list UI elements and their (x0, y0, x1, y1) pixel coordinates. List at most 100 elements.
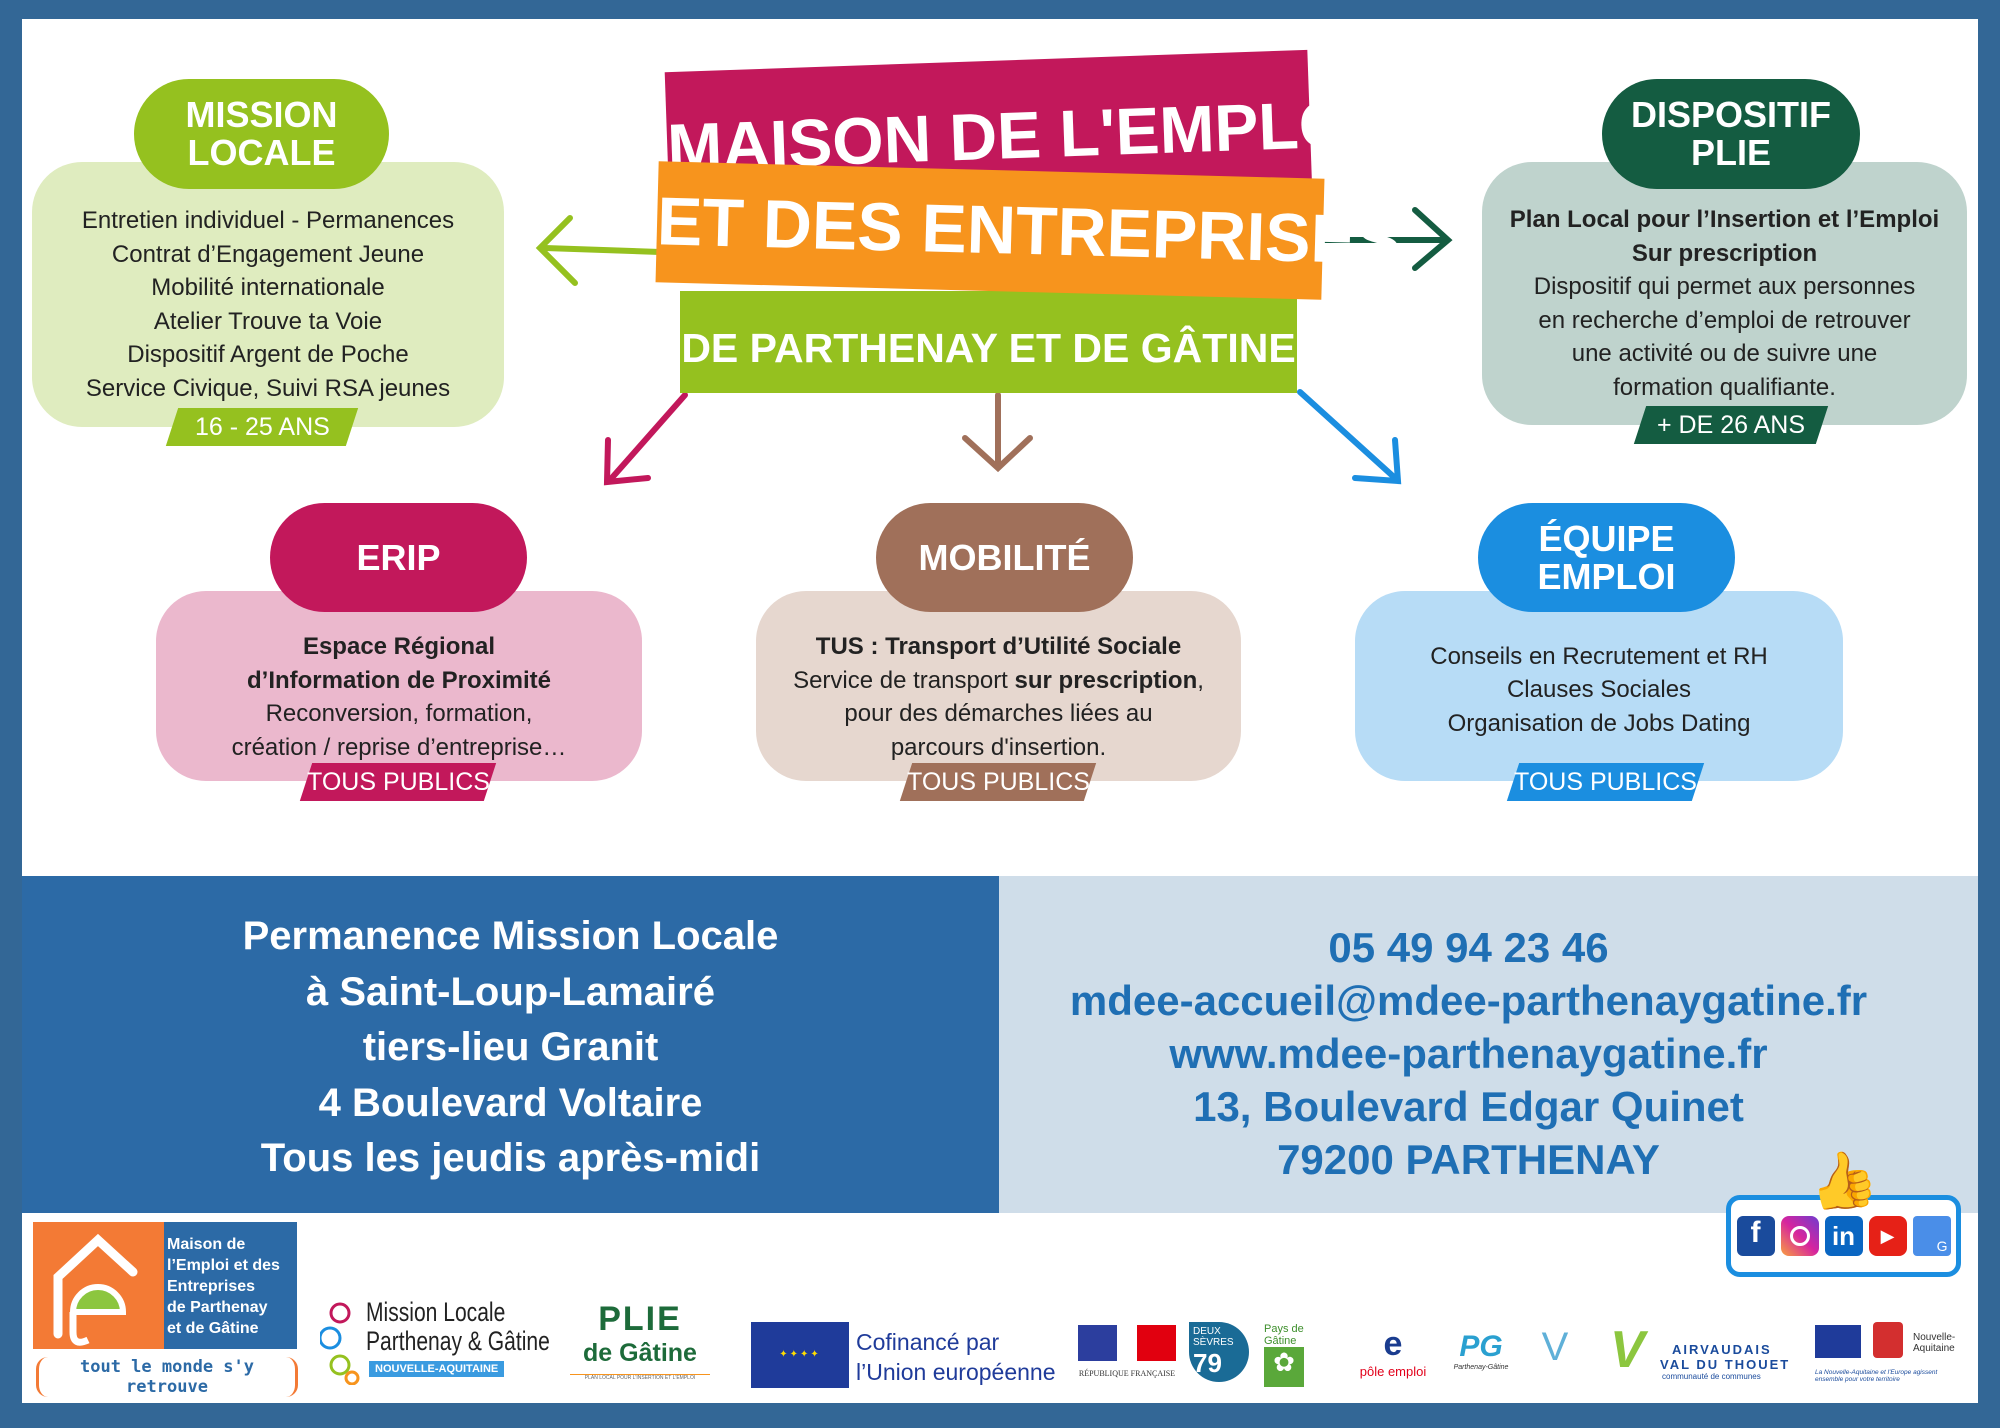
service-line: Clauses Sociales (1506, 676, 1692, 704)
arrow-down-right-icon (1297, 389, 1402, 485)
heading-line: LOCALE (187, 132, 336, 173)
logo-text: Entreprises (167, 1278, 256, 1295)
service-line: Conseils en Recrutement et RH (1430, 642, 1768, 670)
title-line-2: ET DES ENTREPRISES (655, 161, 1402, 300)
logo-text: Cofinancé par (856, 1329, 1000, 1355)
logo-text: 79 (1193, 1348, 1222, 1378)
eu-flag-icon: ✦✦✦✦ (751, 1322, 849, 1388)
description-line: parcours d'insertion. (890, 733, 1107, 761)
arrow-down-icon (962, 392, 1033, 473)
pole-emploi-icon: e (1383, 1325, 1403, 1363)
logo-text: pôle emploi (1359, 1364, 1427, 1379)
nouvelle-aquitaine-logo: Nouvelle-Aquitaine La Nouvelle-Aquitaine … (1815, 1322, 1965, 1383)
mobilite-box: TUS : Transport d’Utilité Sociale Servic… (756, 591, 1241, 781)
description-line: Reconversion, formation, (265, 700, 533, 727)
republique-francaise-logo: RÉPUBLIQUE FRANÇAISE (1078, 1325, 1176, 1378)
logo-region-label: NOUVELLE-AQUITAINE (369, 1361, 505, 1377)
text: , (1197, 666, 1204, 694)
prescription-text: sur prescription (1014, 666, 1198, 694)
age-tag: + DE 26 ANS (1633, 406, 1829, 444)
logo-text: de Gâtine (583, 1339, 697, 1367)
permanence-line: Tous les jeudis après-midi (260, 1136, 761, 1180)
social-links: f in ▶ G (1726, 1195, 1961, 1277)
address: 13, Boulevard Edgar Quinet (1193, 1083, 1744, 1130)
plie-box: Plan Local pour l’Insertion et l’Emploi … (1482, 162, 1967, 425)
erip-box: Espace Régional d’Information de Proximi… (156, 591, 642, 781)
erip-full-name: d’Information de Proximité (246, 666, 552, 694)
logo-text: Mission Locale (366, 1297, 506, 1327)
logo-text: Nouvelle-Aquitaine (1913, 1332, 1956, 1354)
heading-line: ÉQUIPE (1538, 517, 1675, 559)
city: 79200 PARTHENAY (1277, 1136, 1660, 1183)
arrow-down-left-icon (603, 392, 688, 486)
logo-text: Parthenay-Gâtine (1453, 1364, 1509, 1371)
logo-text: communauté de communes (1662, 1372, 1761, 1381)
tag-label: TOUS PUBLICS (1514, 768, 1697, 796)
description-line: en recherche d’emploi de retrouver (1538, 306, 1911, 334)
mobilite-heading: MOBILITÉ (876, 503, 1133, 612)
linkedin-icon[interactable]: in (1824, 1216, 1863, 1256)
mission-locale-box: Entretien individuel - Permanences Contr… (32, 162, 504, 427)
logo-text: Parthenay & Gâtine (366, 1326, 550, 1356)
erip-full-name: Espace Régional (302, 633, 496, 660)
service-line: Organisation de Jobs Dating (1447, 709, 1751, 737)
logo-text: La Nouvelle-Aquitaine et l'Europe agisse… (1815, 1369, 1938, 1383)
email-link[interactable]: mdee-accueil@mdee-parthenaygatine.fr (1069, 977, 1868, 1024)
description-line: une activité ou de suivre une (1571, 340, 1878, 367)
description-line: pour des démarches liées au (844, 700, 1153, 727)
logo-text: Maison de (167, 1236, 246, 1253)
pays-de-gatine-logo: Pays de Gâtine✿ (1264, 1323, 1319, 1387)
service-line: Service Civique, Suivi RSA jeunes (85, 374, 451, 402)
text: Service de transport (793, 666, 1015, 694)
instagram-icon[interactable] (1780, 1216, 1819, 1256)
tag-label: 16 - 25 ANS (194, 413, 330, 441)
permanence-line: tiers-lieu Granit (362, 1025, 659, 1069)
facebook-icon[interactable]: f (1736, 1216, 1775, 1256)
erip-heading: ERIP (270, 503, 527, 612)
service-line: Atelier Trouve ta Voie (153, 307, 383, 335)
logo-text: PLAN LOCAL POUR L'INSERTION ET L'EMPLOI (570, 1374, 710, 1381)
service-line: Mobilité internationale (151, 274, 385, 301)
mission-locale-logo-icon (318, 1293, 360, 1386)
service-line: Dispositif Argent de Poche (127, 341, 409, 368)
permanence-line: 4 Boulevard Voltaire (318, 1080, 703, 1125)
logo-text: DEUX SÈVRES (1193, 1326, 1234, 1348)
plie-prescription: Sur prescription (1631, 239, 1818, 267)
description-line: création / reprise d’entreprise… (231, 733, 567, 761)
region-shield-icon (1873, 1322, 1903, 1358)
permanence-panel: Permanence Mission Locale à Saint-Loup-L… (22, 876, 999, 1213)
audience-tag: TOUS PUBLICS (899, 763, 1097, 801)
heading-line: PLIE (1690, 132, 1771, 173)
permanence-line: à Saint-Loup-Lamairé (306, 969, 715, 1014)
permanence-line: Permanence Mission Locale (242, 914, 779, 958)
description-line: Service de transport sur prescription, (756, 664, 1241, 698)
phone-number[interactable]: 05 49 94 23 46 (1328, 924, 1609, 971)
arrow-left-icon (535, 215, 663, 286)
val-de-gatine-logo: V (1541, 1325, 1569, 1369)
service-line: Entretien individuel - Permanences (81, 207, 455, 234)
plie-full-name: Plan Local pour l’Insertion et l’Emploi (1509, 206, 1940, 233)
google-business-icon[interactable]: G (1912, 1216, 1951, 1256)
website-link[interactable]: www.mdee-parthenaygatine.fr (1169, 1030, 1768, 1077)
tus-name: TUS : Transport d’Utilité Sociale (815, 633, 1182, 660)
flag-icon (1078, 1325, 1176, 1361)
thumbs-up-icon: 👍 (1802, 1143, 1883, 1218)
eu-flag-icon (1815, 1325, 1861, 1358)
wave-icon: V (1610, 1321, 1645, 1379)
youtube-icon[interactable]: ▶ (1868, 1216, 1907, 1256)
contact-panel: 05 49 94 23 46 mdee-accueil@mdee-parthen… (999, 876, 1978, 1213)
age-tag: 16 - 25 ANS (165, 408, 359, 446)
arrow-right-icon (1319, 207, 1453, 271)
description-line: formation qualifiante. (1613, 373, 1836, 401)
mdee-slogan: tout le monde s'y retrouve (36, 1357, 298, 1397)
